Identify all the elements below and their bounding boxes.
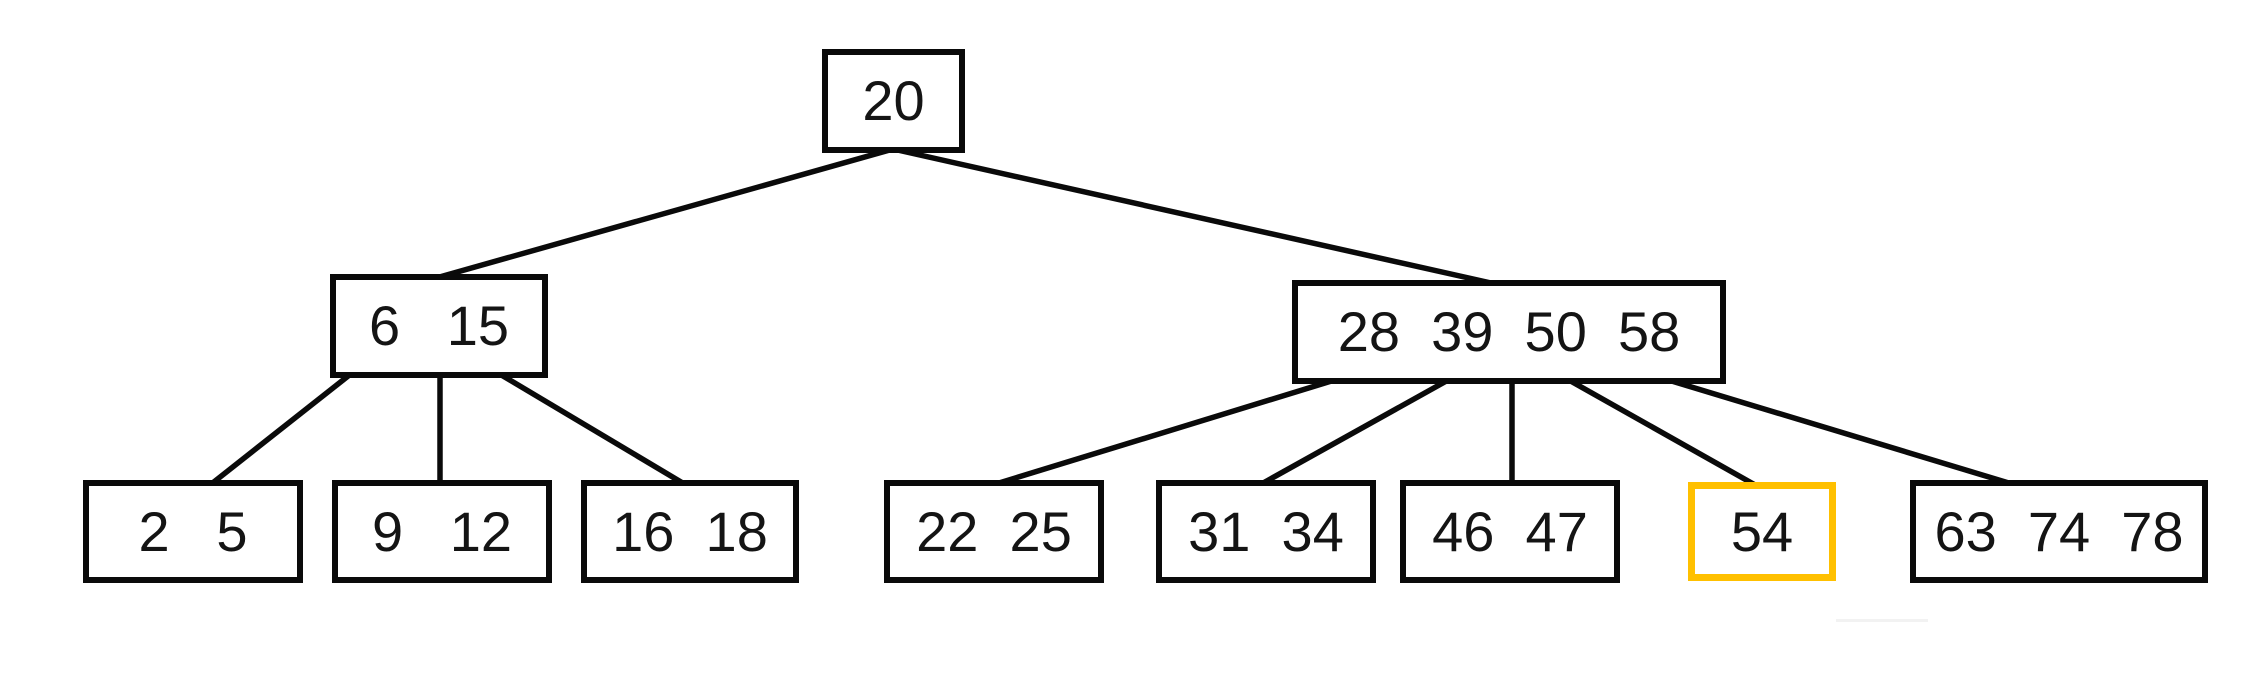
- edge-right-to-leaf-54: [1565, 376, 1766, 493]
- tree-node-leaf-63-74-78: 63 74 78: [1910, 480, 2208, 583]
- tree-node-leaf-31-34: 31 34: [1156, 480, 1376, 583]
- faint-artifact-line: [1836, 619, 1928, 622]
- node-keys: 22 25: [916, 499, 1072, 563]
- node-keys: 54: [1730, 499, 1794, 563]
- node-keys: 28 39 50 58: [1337, 300, 1681, 363]
- node-keys: 31 34: [1188, 499, 1344, 563]
- tree-node-leaf-46-47: 46 47: [1400, 480, 1620, 583]
- tree-node-leaf-2-5: 2 5: [83, 480, 303, 583]
- node-keys: 2 5: [138, 499, 248, 563]
- edge-left-to-leaf-16-18: [496, 370, 688, 488]
- node-keys: 16 18: [612, 499, 768, 563]
- node-keys: 9 12: [371, 499, 513, 563]
- edge-right-to-leaf-22-25: [985, 376, 1339, 490]
- node-keys: 63 74 78: [1934, 499, 2184, 563]
- tree-node-internal-left: 6 15: [330, 274, 548, 378]
- node-keys: 20: [862, 69, 925, 132]
- node-keys: 6 15: [368, 294, 510, 357]
- tree-node-root: 20: [822, 49, 965, 153]
- edge-root-to-left-internal: [435, 146, 894, 281]
- node-keys: 46 47: [1432, 499, 1588, 563]
- tree-node-leaf-22-25: 22 25: [884, 480, 1104, 583]
- tree-node-internal-right: 28 39 50 58: [1292, 280, 1726, 384]
- edge-right-to-leaf-63-74-78: [1664, 376, 2023, 490]
- edge-root-to-right-internal: [892, 146, 1501, 288]
- tree-node-leaf-54-highlighted: 54: [1688, 482, 1836, 581]
- edge-left-to-leaf-2-5: [208, 370, 354, 488]
- tree-node-leaf-16-18: 16 18: [581, 480, 799, 583]
- tree-node-leaf-9-12: 9 12: [332, 480, 552, 583]
- edge-right-to-leaf-31-34: [1254, 376, 1452, 490]
